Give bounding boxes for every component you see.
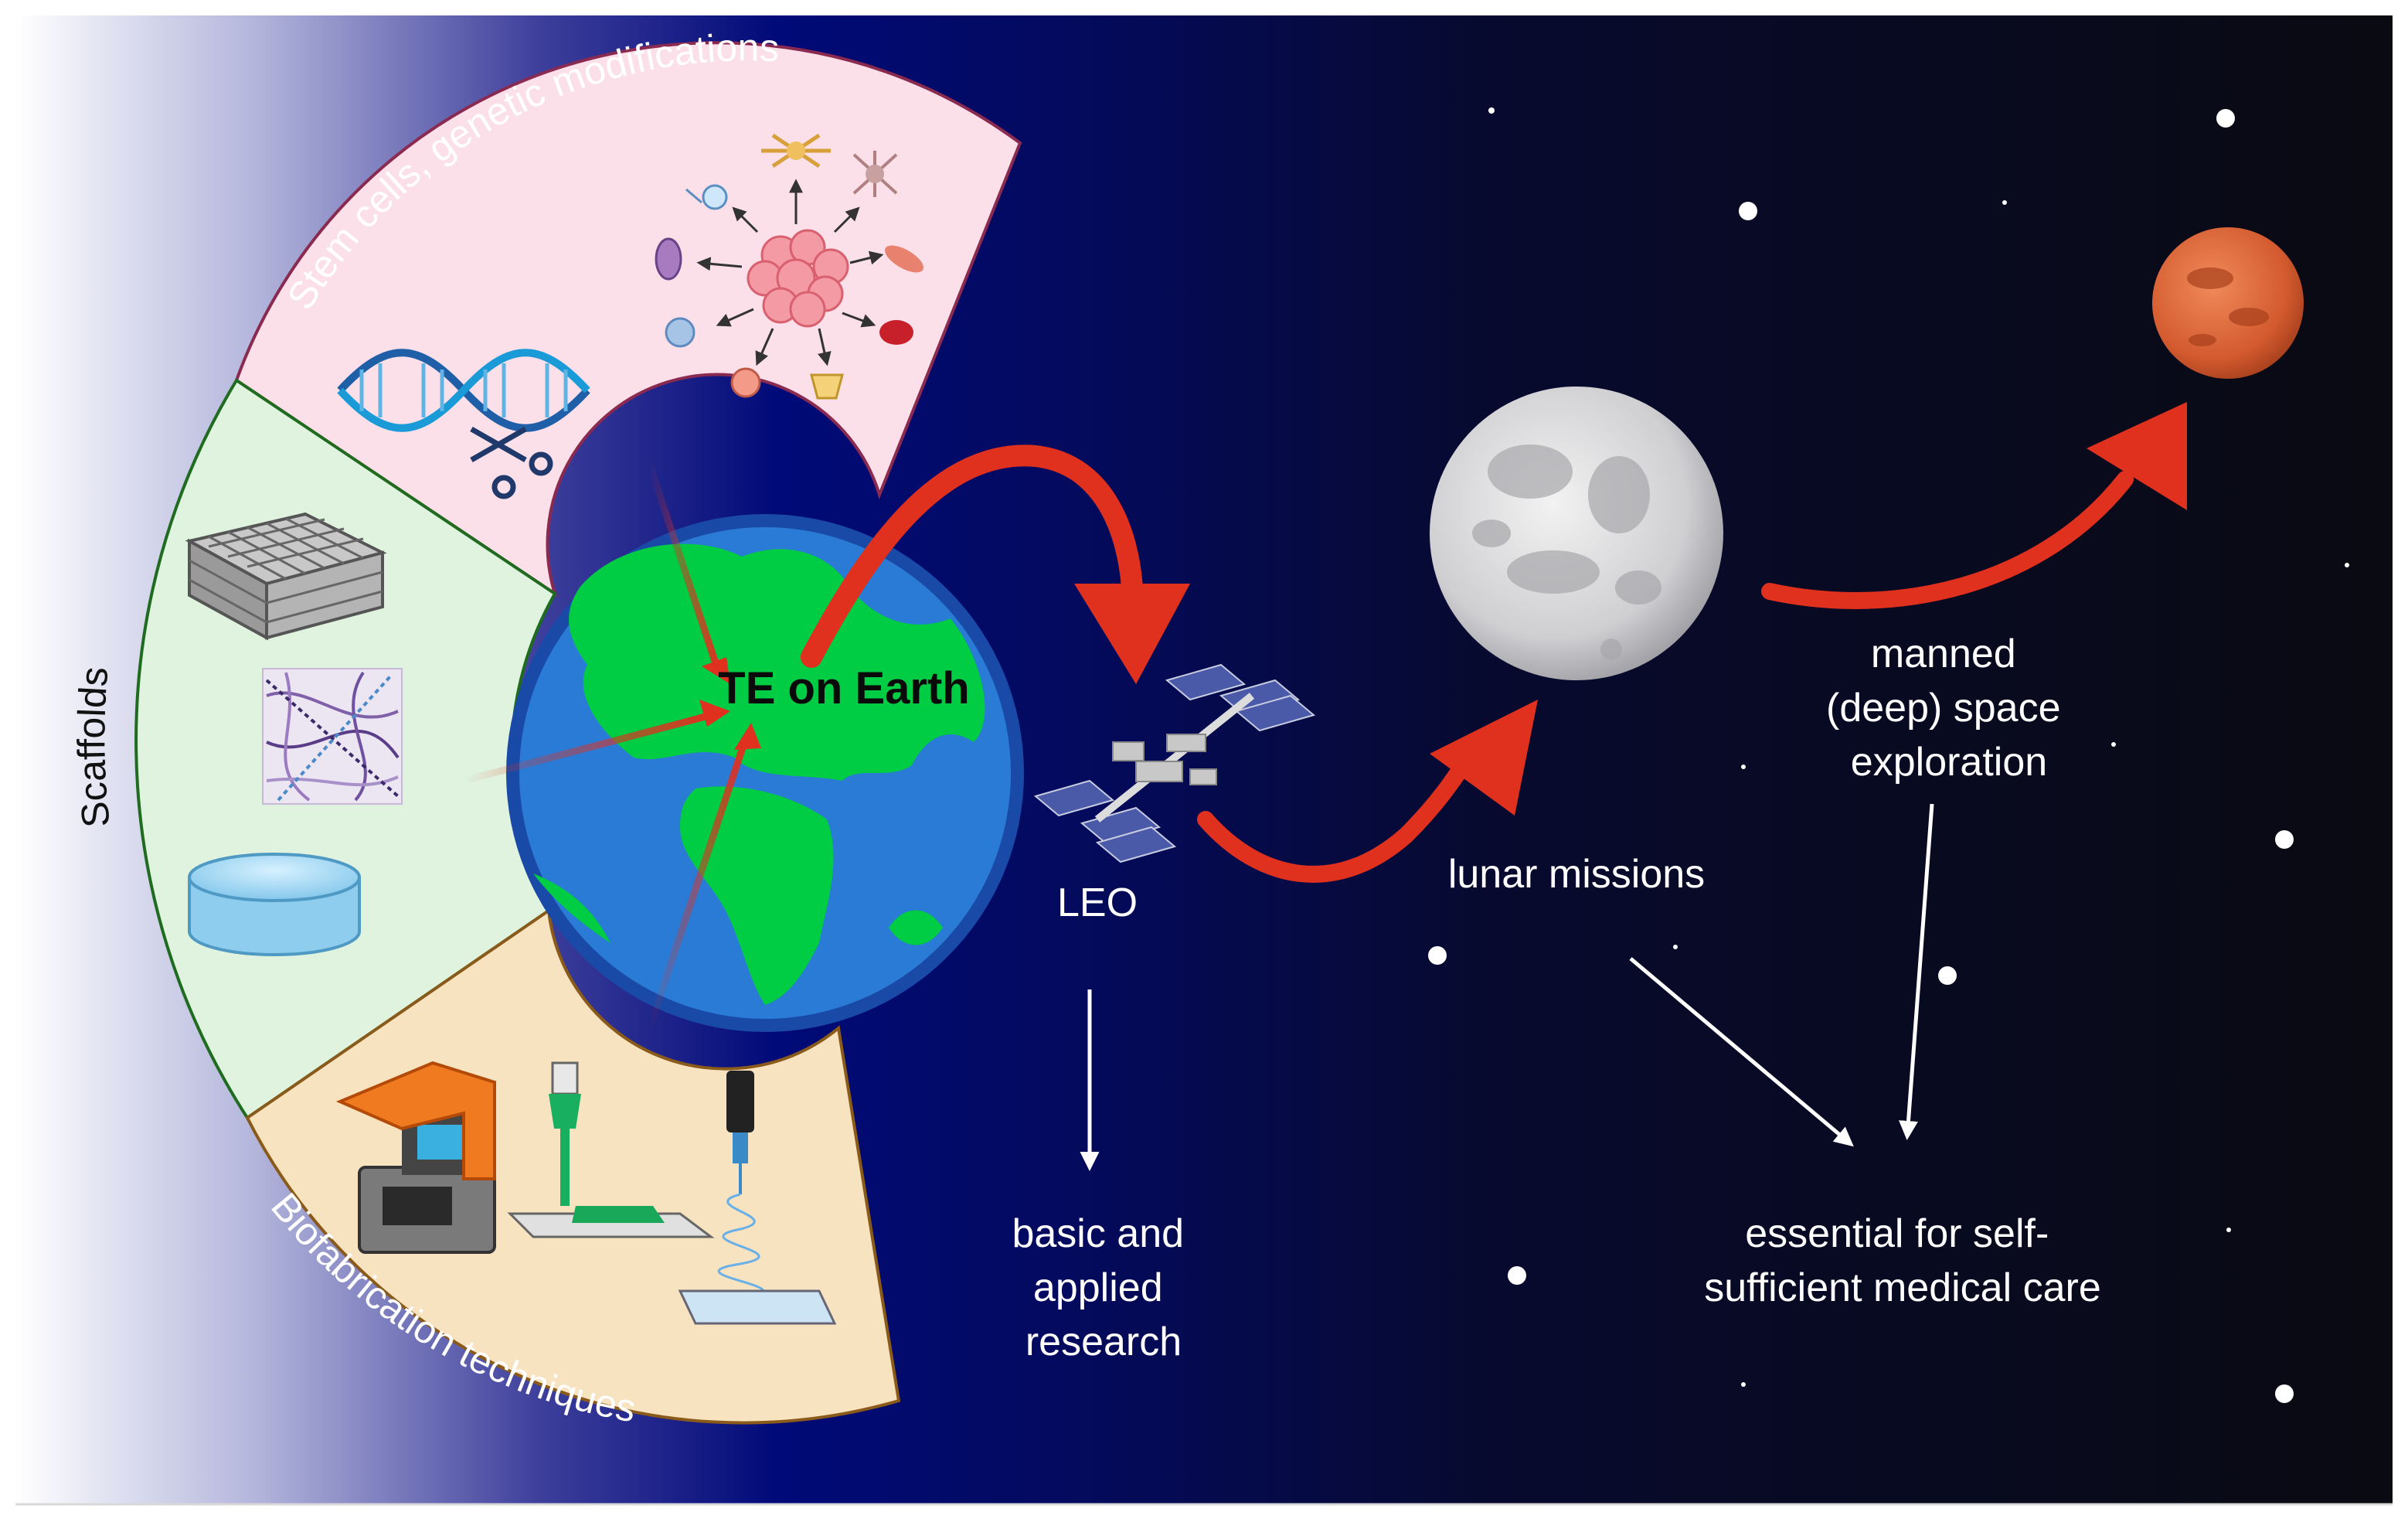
lunar-label: lunar missions xyxy=(1448,852,1705,897)
stem-cells-sector xyxy=(234,41,1022,598)
mars-icon xyxy=(2152,227,2304,379)
extrusion-bioprinter-icon xyxy=(507,1061,715,1238)
dna-scissors-icon xyxy=(337,349,590,499)
stereolithography-printer-icon xyxy=(335,1061,496,1254)
deep-space-label: manned (deep) space exploration xyxy=(1826,632,2072,785)
stem-cell-differentiation-icon xyxy=(655,133,923,400)
earth-to-leo-arrow xyxy=(801,444,1190,684)
leo-to-moon-arrow xyxy=(1197,700,1538,883)
moon-to-mars-arrow xyxy=(1761,402,2187,609)
space-station-icon xyxy=(1033,663,1316,863)
sector-to-earth-arrows xyxy=(462,462,761,1030)
earth-label: TE on Earth xyxy=(718,663,969,714)
moon-icon xyxy=(1430,387,1723,680)
electrospinning-icon xyxy=(678,1071,837,1325)
lunar-outcome-arrow xyxy=(1629,957,1854,1147)
leo-outcome-label: basic and applied research xyxy=(1012,1211,1195,1364)
fiber-mesh-icon xyxy=(262,668,403,805)
earth-icon xyxy=(506,514,1024,1032)
deep-outcome-arrow xyxy=(1899,803,1934,1140)
outcome-label: essential for self- sufficient medical c… xyxy=(1704,1211,2101,1310)
leo-label: LEO xyxy=(1057,880,1138,925)
stars xyxy=(1428,107,2349,1403)
lattice-scaffold-icon xyxy=(185,512,387,641)
arc-label-scaffolds: Scaffolds xyxy=(70,665,118,829)
hydrogel-disc-icon xyxy=(188,853,361,956)
